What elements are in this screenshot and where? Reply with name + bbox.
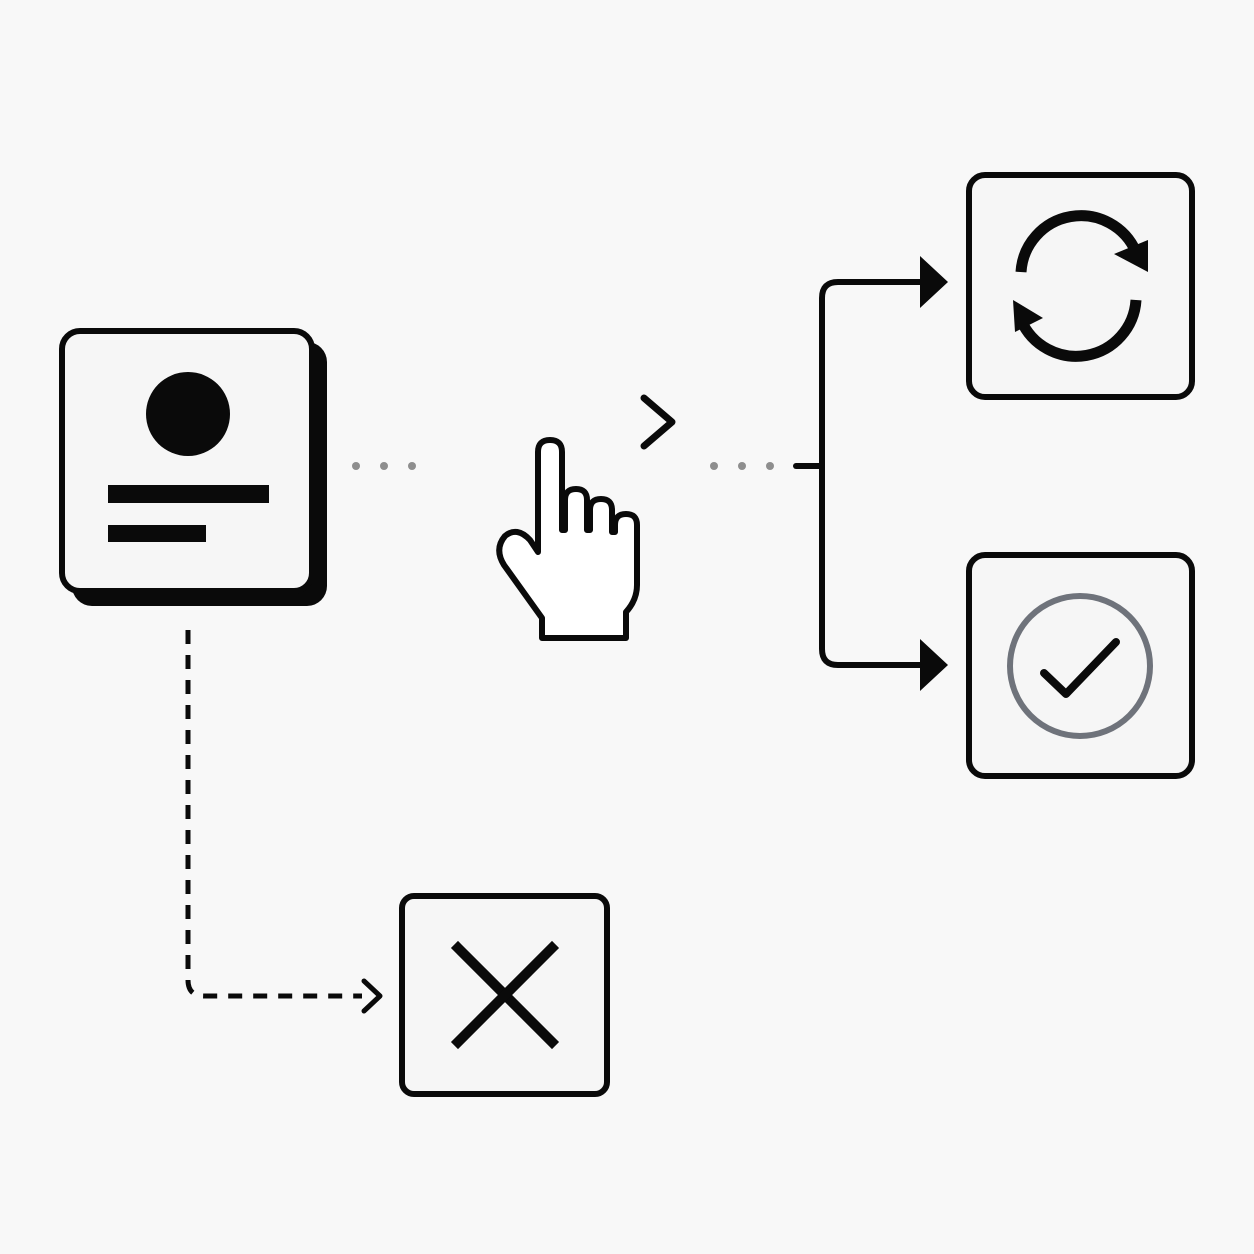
refresh-node-box	[966, 172, 1195, 400]
dotted-connector-left	[352, 462, 416, 470]
arrowhead-down-branch	[920, 639, 948, 691]
pointing-hand-icon	[496, 437, 640, 641]
branch-path-up	[819, 279, 924, 466]
branch-connector	[793, 256, 948, 691]
avatar-icon	[146, 372, 230, 456]
profile-card-body	[59, 328, 315, 594]
reject-node[interactable]	[399, 893, 610, 1097]
name-line	[108, 485, 269, 503]
refresh-icon	[1013, 210, 1148, 362]
arrowhead-up-branch	[920, 256, 948, 308]
confirm-node-box	[966, 552, 1195, 779]
check-circle-ring	[1007, 593, 1153, 739]
reject-arrowhead-icon	[361, 978, 383, 1014]
close-x-icon	[450, 940, 560, 1050]
reject-connector	[185, 630, 383, 1014]
swipe-arrowhead-icon	[640, 394, 676, 450]
detail-line	[108, 525, 206, 542]
confirm-node[interactable]	[966, 552, 1195, 779]
branch-path-down	[819, 466, 924, 668]
refresh-node[interactable]	[966, 172, 1195, 400]
swipe-right-gesture	[448, 394, 676, 641]
profile-card[interactable]	[59, 328, 327, 606]
dotted-connector-right	[710, 462, 774, 470]
checkmark-icon	[1040, 638, 1120, 698]
